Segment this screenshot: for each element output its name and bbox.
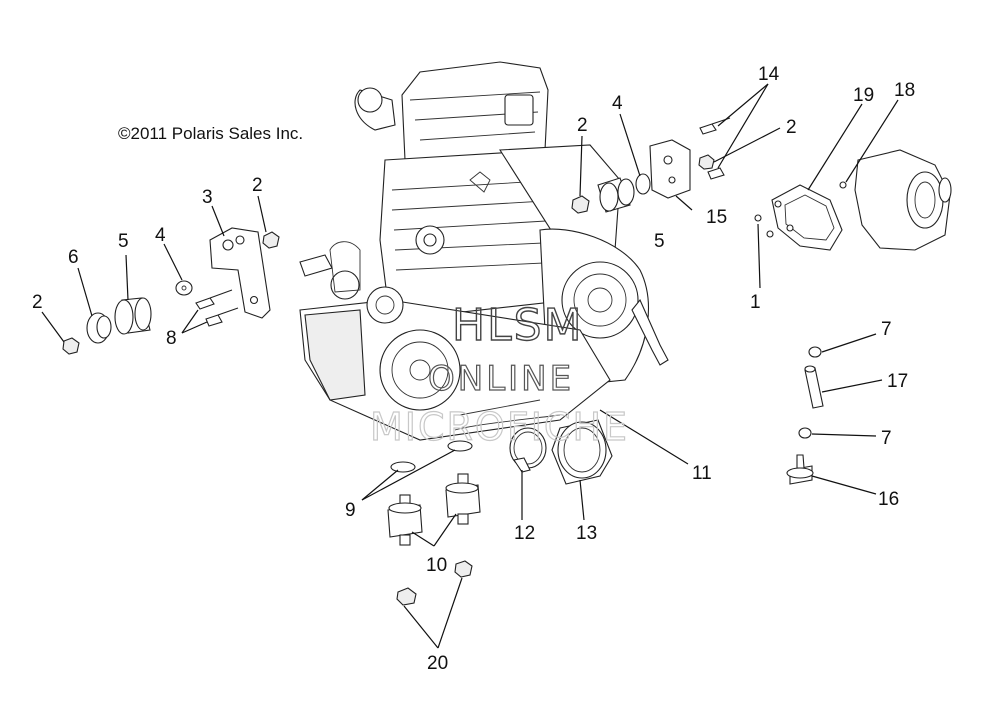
nut-2-right — [698, 154, 715, 170]
leader-lines — [41, 83, 899, 649]
right-mount-group — [571, 117, 731, 214]
callout-10: 10 — [426, 555, 447, 576]
small-parts-group — [786, 346, 824, 485]
throttle-body-group — [754, 149, 952, 251]
callouts: 1 2 2 2 2 3 4 4 5 5 6 7 7 8 9 10 11 12 1… — [32, 64, 915, 674]
engine-bracket-3 — [209, 227, 271, 319]
washer-9a — [390, 461, 416, 473]
callout-18: 18 — [894, 80, 915, 101]
washer-4-right — [635, 173, 651, 195]
bolt-8a — [195, 289, 233, 310]
nut-20b — [454, 560, 473, 578]
callout-19: 19 — [853, 85, 874, 106]
isolator-5-right — [599, 182, 619, 212]
temp-sensor — [299, 254, 333, 277]
callout-5-right: 5 — [654, 231, 665, 252]
screw-1c — [766, 230, 774, 238]
bottom-mounts-group — [387, 419, 613, 606]
cover-19 — [771, 184, 843, 251]
callout-20: 20 — [427, 653, 448, 674]
callout-12: 12 — [514, 523, 535, 544]
callout-14: 14 — [758, 64, 780, 85]
grommet-7a — [808, 346, 822, 358]
screw-1d — [774, 200, 782, 208]
callout-7-lower: 7 — [881, 428, 892, 449]
washer-9b — [447, 440, 473, 452]
watermark: HLSM ONLINE MICROFICHE — [369, 299, 629, 449]
callout-2-center: 2 — [577, 115, 588, 136]
screw-1b — [786, 224, 794, 232]
bracket-15 — [649, 139, 691, 199]
left-mount-group — [62, 227, 333, 355]
callout-3: 3 — [202, 187, 213, 208]
callout-2-upper-left: 2 — [252, 175, 263, 196]
engine-assembly — [299, 61, 669, 441]
callout-11: 11 — [692, 463, 712, 484]
nut-20a — [396, 587, 417, 606]
nut-2-left — [62, 337, 80, 355]
callout-13: 13 — [576, 523, 597, 544]
grommet-7b — [798, 427, 812, 439]
callout-6: 6 — [68, 247, 79, 268]
callout-5-left: 5 — [118, 231, 129, 252]
breather-fitting — [504, 94, 534, 126]
callout-2-left: 2 — [32, 292, 43, 313]
watermark-line-1: HLSM — [452, 300, 584, 351]
oil-pan — [304, 309, 366, 401]
plug-18 — [839, 181, 847, 189]
watermark-line-3: MICROFICHE — [370, 405, 629, 449]
isolator-5-left — [134, 297, 152, 331]
callout-15: 15 — [706, 207, 727, 228]
dipstick — [631, 298, 669, 366]
copyright-text: ©2011 Polaris Sales Inc. — [118, 124, 303, 143]
watermark-line-2: ONLINE — [428, 359, 574, 399]
callout-2-right: 2 — [786, 117, 797, 138]
callout-17: 17 — [887, 371, 908, 392]
pin-17 — [804, 367, 824, 409]
bolt-8b — [205, 307, 239, 327]
callout-4-right: 4 — [612, 93, 623, 114]
callout-1: 1 — [750, 292, 761, 313]
callout-8: 8 — [166, 328, 177, 349]
nut-2-center — [571, 195, 590, 214]
bolt-14b — [707, 167, 725, 180]
callout-9: 9 — [345, 500, 356, 521]
washer-4-left — [175, 280, 193, 296]
callout-16: 16 — [878, 489, 899, 510]
callout-4-left: 4 — [155, 225, 166, 246]
callout-7-upper: 7 — [881, 319, 892, 340]
screw-1a — [754, 214, 762, 222]
nut-2-upper-left — [262, 231, 280, 249]
